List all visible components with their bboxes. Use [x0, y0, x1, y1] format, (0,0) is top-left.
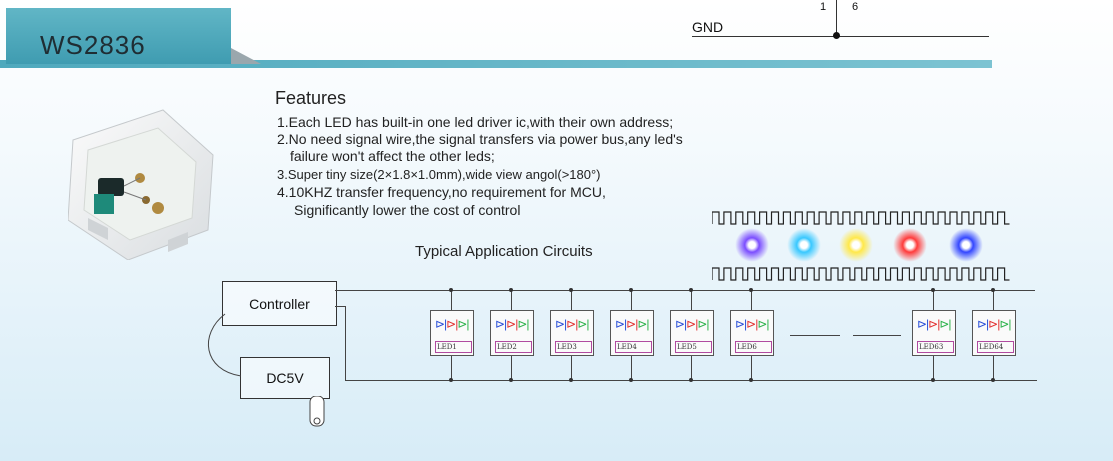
led-supply-wire	[691, 290, 692, 310]
led-label: LED5	[675, 341, 712, 353]
chain-continuation-dash-1	[790, 335, 840, 336]
gnd-label: GND	[692, 19, 724, 35]
led-label: LED4	[615, 341, 652, 353]
led-glow-blue	[949, 228, 983, 262]
led-module: ⊳|⊳|⊳| LED63	[912, 310, 956, 356]
power-plug	[309, 396, 325, 427]
controller-box: Controller	[222, 281, 337, 326]
led-chip-illustration	[68, 109, 214, 260]
circuit-title: Typical Application Circuits	[415, 243, 593, 260]
led-ground-wire	[631, 356, 632, 380]
feature-line-1: 1.Each LED has built-in one led driver i…	[277, 114, 674, 130]
led-module: ⊳|⊳|⊳| LED5	[670, 310, 714, 356]
bus-junction-dot	[509, 378, 513, 382]
feature-line-3: 3.Super tiny size(2×1.8×1.0mm),wide view…	[277, 167, 601, 182]
rgb-diode-icon: ⊳|⊳|⊳|	[735, 317, 770, 331]
led-module: ⊳|⊳|⊳| LED1	[430, 310, 474, 356]
features-heading: Features	[275, 88, 347, 108]
bus-junction-dot	[449, 378, 453, 382]
rgb-diode-icon: ⊳|⊳|⊳|	[977, 317, 1012, 331]
bus-junction-dot	[749, 288, 753, 292]
bus-junction-dot	[509, 288, 513, 292]
led-label: LED6	[735, 341, 772, 353]
power-bus-top	[335, 290, 1035, 291]
led-glow-yellow	[839, 228, 873, 262]
led-supply-wire	[511, 290, 512, 310]
led-supply-wire	[933, 290, 934, 310]
bus-junction-dot	[931, 288, 935, 292]
led-glow-red	[893, 228, 927, 262]
bus-junction-dot	[449, 288, 453, 292]
led-module: ⊳|⊳|⊳| LED64	[972, 310, 1016, 356]
led-supply-wire	[631, 290, 632, 310]
led-supply-wire	[571, 290, 572, 310]
bus-junction-dot	[749, 378, 753, 382]
pin-label-left: 1	[820, 1, 827, 13]
gnd-wire	[692, 36, 989, 37]
led-supply-wire	[751, 290, 752, 310]
led-ground-wire	[451, 356, 452, 380]
rgb-diode-icon: ⊳|⊳|⊳|	[435, 317, 470, 331]
signal-waveform-graphic	[712, 211, 1010, 281]
bus-junction-dot	[569, 378, 573, 382]
led-supply-wire	[993, 290, 994, 310]
led-label: LED1	[435, 341, 472, 353]
led-supply-wire	[451, 290, 452, 310]
rgb-diode-icon: ⊳|⊳|⊳|	[917, 317, 952, 331]
rgb-diode-icon: ⊳|⊳|⊳|	[495, 317, 530, 331]
bus-junction-dot	[689, 378, 693, 382]
feature-line-4-cont: Significantly lower the cost of control	[294, 202, 521, 218]
header-band	[0, 60, 992, 68]
title-banner-shadow	[231, 48, 261, 64]
led-label: LED3	[555, 341, 592, 353]
led-module: ⊳|⊳|⊳| LED6	[730, 310, 774, 356]
led-ground-wire	[751, 356, 752, 380]
bus-junction-dot	[991, 288, 995, 292]
led-label: LED2	[495, 341, 532, 353]
bus-junction-dot	[629, 288, 633, 292]
rgb-diode-icon: ⊳|⊳|⊳|	[615, 317, 650, 331]
power-label: DC5V	[266, 370, 304, 386]
bus-junction-dot	[991, 378, 995, 382]
controller-output-wire	[335, 306, 345, 307]
led-ground-wire	[511, 356, 512, 380]
ground-riser	[345, 306, 346, 380]
chain-continuation-dash-2	[853, 335, 901, 336]
feature-line-2: 2.No need signal wire,the signal transfe…	[277, 131, 683, 147]
power-supply-box: DC5V	[240, 357, 330, 399]
led-ground-wire	[933, 356, 934, 380]
led-glow-purple	[735, 228, 769, 262]
led-label: LED64	[977, 341, 1014, 353]
led-module: ⊳|⊳|⊳| LED3	[550, 310, 594, 356]
controller-label: Controller	[249, 295, 310, 312]
bus-junction-dot	[931, 378, 935, 382]
led-ground-wire	[571, 356, 572, 380]
rgb-diode-icon: ⊳|⊳|⊳|	[555, 317, 590, 331]
feature-line-4: 4.10KHZ transfer frequency,no requiremen…	[277, 184, 606, 200]
bus-junction-dot	[689, 288, 693, 292]
bus-junction-dot	[569, 288, 573, 292]
bus-junction-dot	[629, 378, 633, 382]
led-module: ⊳|⊳|⊳| LED4	[610, 310, 654, 356]
led-glow-cyan	[787, 228, 821, 262]
gnd-vertical-wire	[836, 0, 837, 36]
feature-line-2-cont: failure won't affect the other leds;	[290, 148, 495, 164]
led-label: LED63	[917, 341, 954, 353]
led-ground-wire	[993, 356, 994, 380]
led-ground-wire	[691, 356, 692, 380]
pin-label-right: 6	[852, 1, 859, 13]
rgb-diode-icon: ⊳|⊳|⊳|	[675, 317, 710, 331]
gnd-junction-dot	[833, 32, 840, 39]
title-banner: WS2836	[6, 8, 261, 64]
page-title: WS2836	[40, 30, 146, 60]
led-module: ⊳|⊳|⊳| LED2	[490, 310, 534, 356]
controller-power-cable	[208, 313, 242, 377]
